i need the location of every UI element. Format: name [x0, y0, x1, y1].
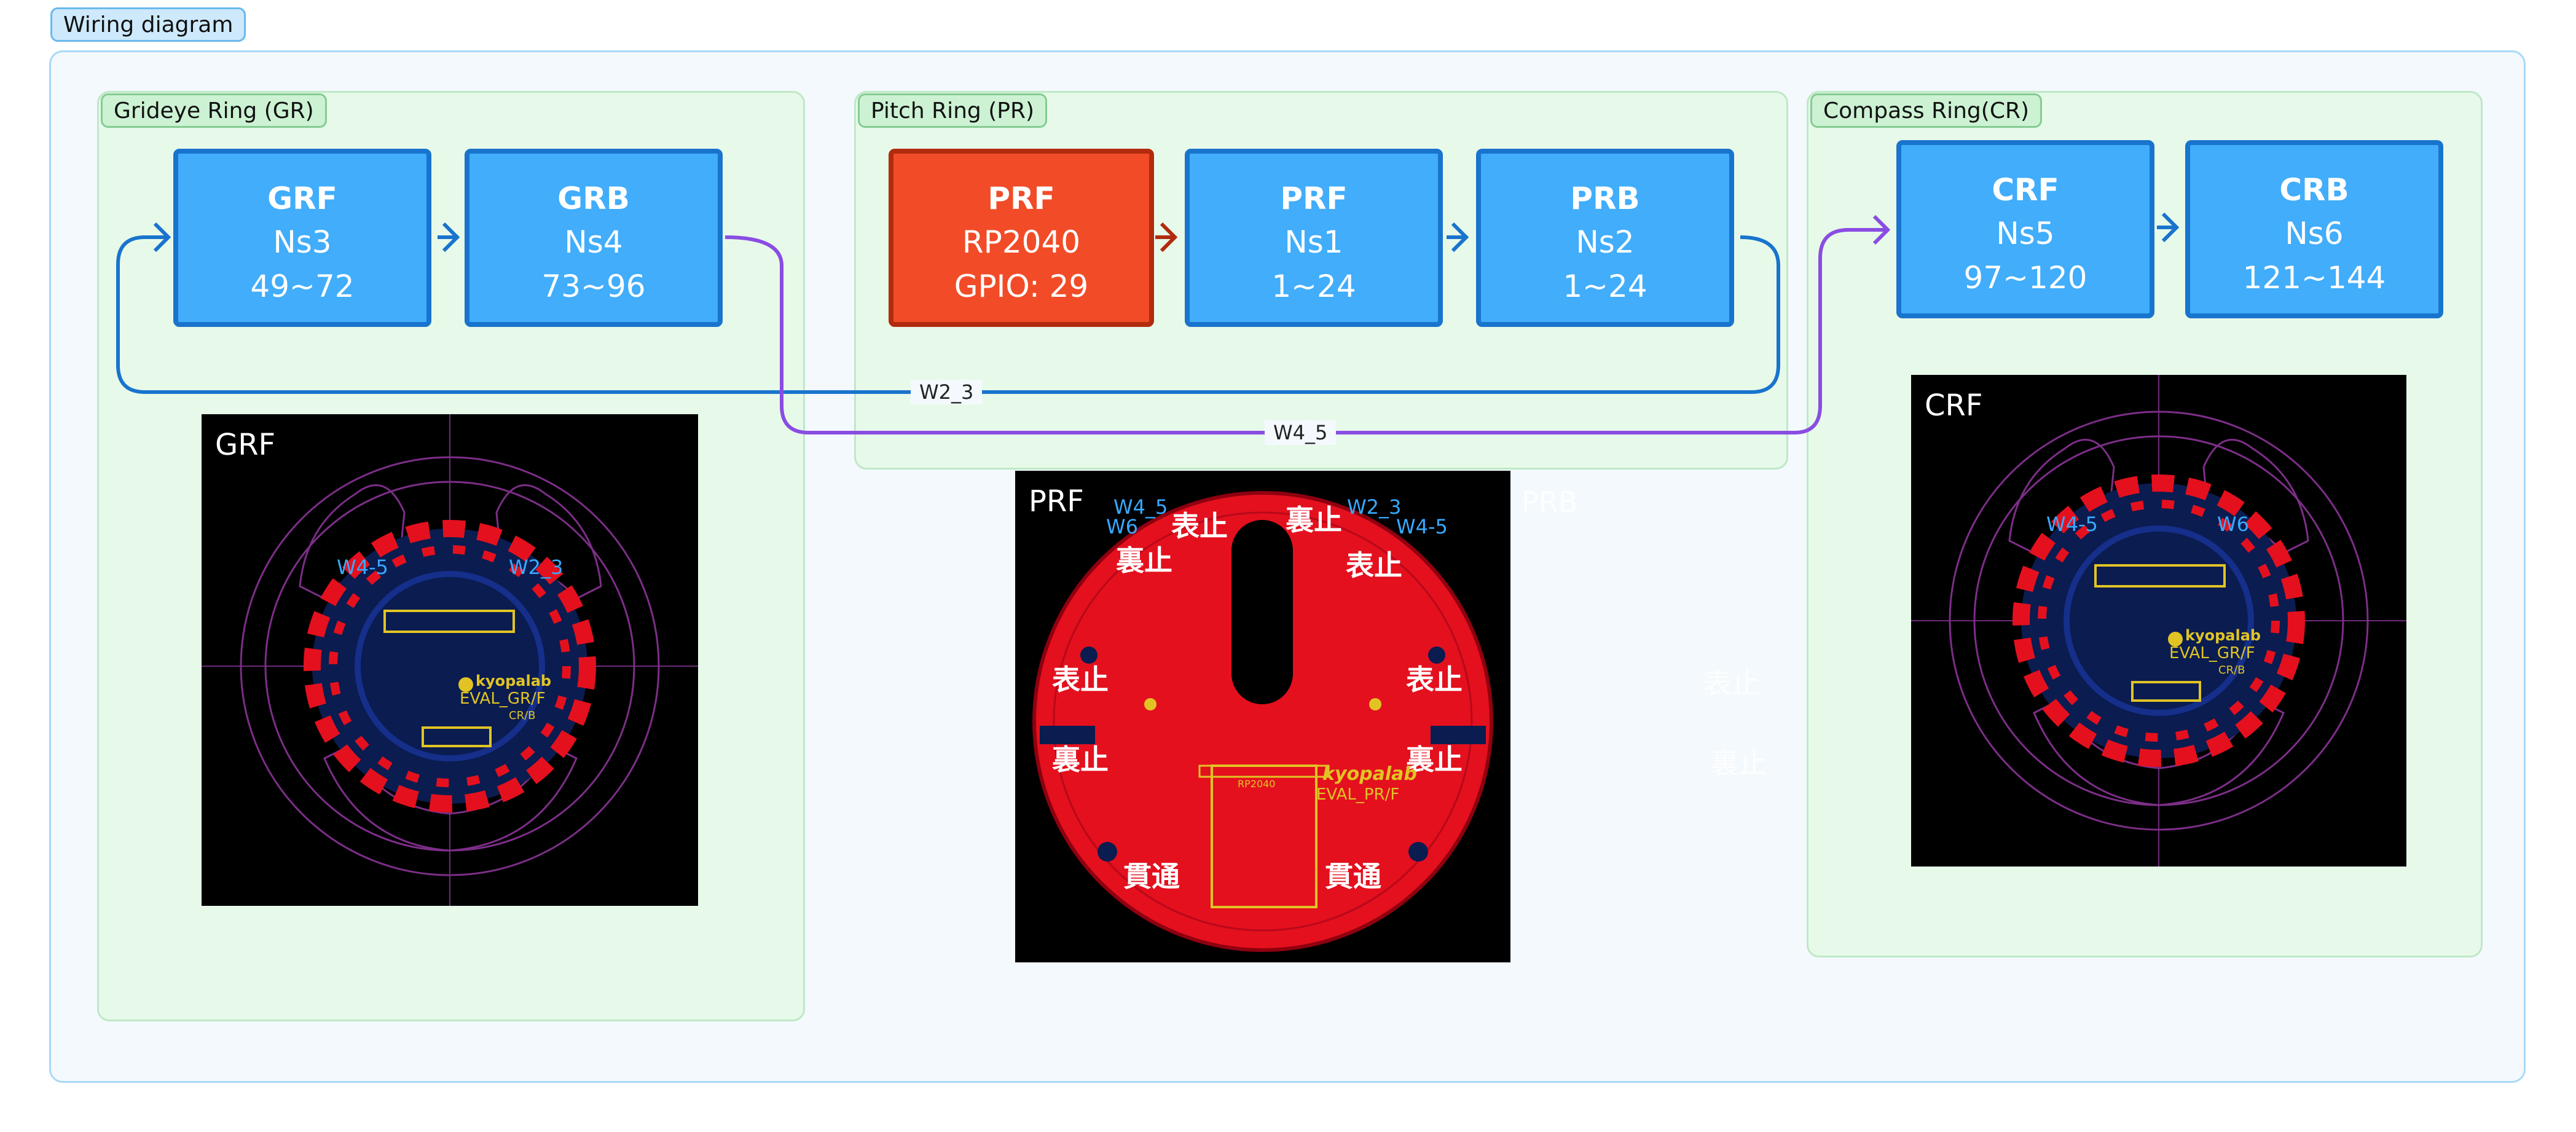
node-name: PRF	[1280, 181, 1348, 216]
prf-board-text: EVAL_PR/F	[1316, 785, 1400, 804]
prf-wire-w4-5-right: W4-5	[1396, 515, 1448, 538]
node-name: CRB	[2279, 172, 2349, 208]
node-cr-crf[interactable]: CRF Ns5 97~120	[1896, 140, 2154, 318]
prf-board-image: PRF W4_5 W6 W2_3 W4-5 表止 裏止 裏止 表止 表止 表止 …	[1015, 471, 1510, 962]
grf-wire-w4-5: W4-5	[337, 556, 388, 579]
node-pr-prf[interactable]: PRF Ns1 1~24	[1185, 149, 1443, 327]
group-compass-ring-label: Compass Ring(CR)	[1810, 93, 2043, 128]
crf-brand: kyopalab	[2185, 627, 2261, 644]
grf-board-render	[202, 414, 698, 906]
edge-label-w2-3: W2_3	[911, 380, 983, 404]
prf-wire-w2-3: W2_3	[1347, 495, 1402, 519]
prf-wire-w6: W6	[1106, 515, 1138, 538]
node-strip: Ns6	[2285, 216, 2344, 251]
node-range: 1~24	[1271, 269, 1356, 304]
node-pr-source[interactable]: PRF RP2040 GPIO: 29	[889, 149, 1154, 327]
prf-pad-label: 表止	[1052, 663, 1109, 696]
node-cr-crb[interactable]: CRB Ns6 121~144	[2185, 140, 2443, 318]
prf-pad-label: 裏止	[1116, 544, 1172, 577]
prf-brand: kyopalab	[1322, 763, 1417, 785]
prf-chip-label: RP2040	[1238, 778, 1276, 790]
node-name: GRB	[557, 181, 630, 216]
diagram-title: Wiring diagram	[50, 7, 246, 42]
prf-pad-label: 貫通	[1325, 860, 1381, 893]
node-strip: Ns3	[273, 224, 332, 260]
node-name: PRB	[1570, 181, 1640, 216]
arrow-prf-prb	[1451, 222, 1469, 253]
node-range: 1~24	[1563, 269, 1647, 304]
prf-wire-w4-5-left: W4_5	[1113, 495, 1168, 519]
grf-subtext: CR/B	[509, 709, 536, 722]
prf-pad-label: 裏止	[1286, 503, 1342, 537]
node-chip: RP2040	[962, 224, 1081, 260]
node-pr-prb[interactable]: PRB Ns2 1~24	[1476, 149, 1734, 327]
prf-pad-label: 裏止	[1052, 743, 1109, 776]
node-strip: Ns2	[1576, 224, 1635, 260]
node-range: 73~96	[541, 269, 646, 304]
arrow-src-prf	[1160, 222, 1178, 253]
node-strip: Ns5	[1996, 216, 2055, 251]
node-strip: Ns1	[1284, 224, 1343, 260]
prf-pad-label: 裏止	[1406, 743, 1463, 776]
node-range: 121~144	[2242, 260, 2386, 296]
edge-w4-5	[724, 228, 1887, 434]
prf-pad-label: 貫通	[1123, 860, 1180, 893]
prf-caption: PRF	[1029, 484, 1084, 519]
crf-wire-w6: W6	[2217, 513, 2249, 536]
grf-board-image: GRF W4-5 W2_3 kyopalab EVAL_GR/F CR/B	[202, 414, 698, 906]
grf-caption: GRF	[215, 428, 276, 462]
node-gpio: GPIO: 29	[954, 269, 1089, 304]
crf-wire-w4-5: W4-5	[2046, 513, 2098, 536]
node-gr-grf[interactable]: GRF Ns3 49~72	[173, 149, 431, 327]
arrow-grf-grb	[442, 222, 460, 253]
group-grideye-ring-label: Grideye Ring (GR)	[101, 93, 327, 128]
prf-pad-label: 表止	[1171, 509, 1228, 543]
crf-board-text: EVAL_GR/F	[2169, 644, 2255, 662]
node-name: CRF	[1992, 172, 2059, 208]
arrow-crf-crb	[2161, 212, 2180, 243]
crf-subtext: CR/B	[2218, 664, 2245, 677]
grf-wire-w2-3: W2_3	[509, 556, 564, 579]
crf-caption: CRF	[1925, 388, 1983, 423]
prb-ghost-label: 裏止	[1711, 747, 1767, 780]
prb-ghost-caption: PRB	[1522, 485, 1578, 519]
grf-brand: kyopalab	[476, 672, 552, 690]
node-range: 97~120	[1963, 260, 2087, 296]
arrow-w2-3	[153, 222, 171, 253]
prf-pad-label: 表止	[1346, 549, 1402, 582]
prb-ghost-label: 表止	[1703, 667, 1760, 700]
edge-label-w4-5: W4_5	[1265, 420, 1337, 445]
node-gr-grb[interactable]: GRB Ns4 73~96	[465, 149, 723, 327]
arrow-w4-5	[1872, 214, 1891, 245]
node-range: 49~72	[250, 269, 355, 304]
prf-pad-label: 表止	[1406, 663, 1463, 696]
node-name: GRF	[267, 181, 337, 216]
prf-board-render	[1032, 491, 1493, 952]
node-strip: Ns4	[564, 224, 623, 260]
crf-board-render	[1911, 375, 2406, 867]
group-pitch-ring-label: Pitch Ring (PR)	[858, 93, 1048, 128]
grf-board-text: EVAL_GR/F	[460, 690, 546, 708]
node-name: PRF	[988, 181, 1055, 216]
crf-board-image: CRF W4-5 W6 kyopalab EVAL_GR/F CR/B	[1911, 375, 2406, 867]
